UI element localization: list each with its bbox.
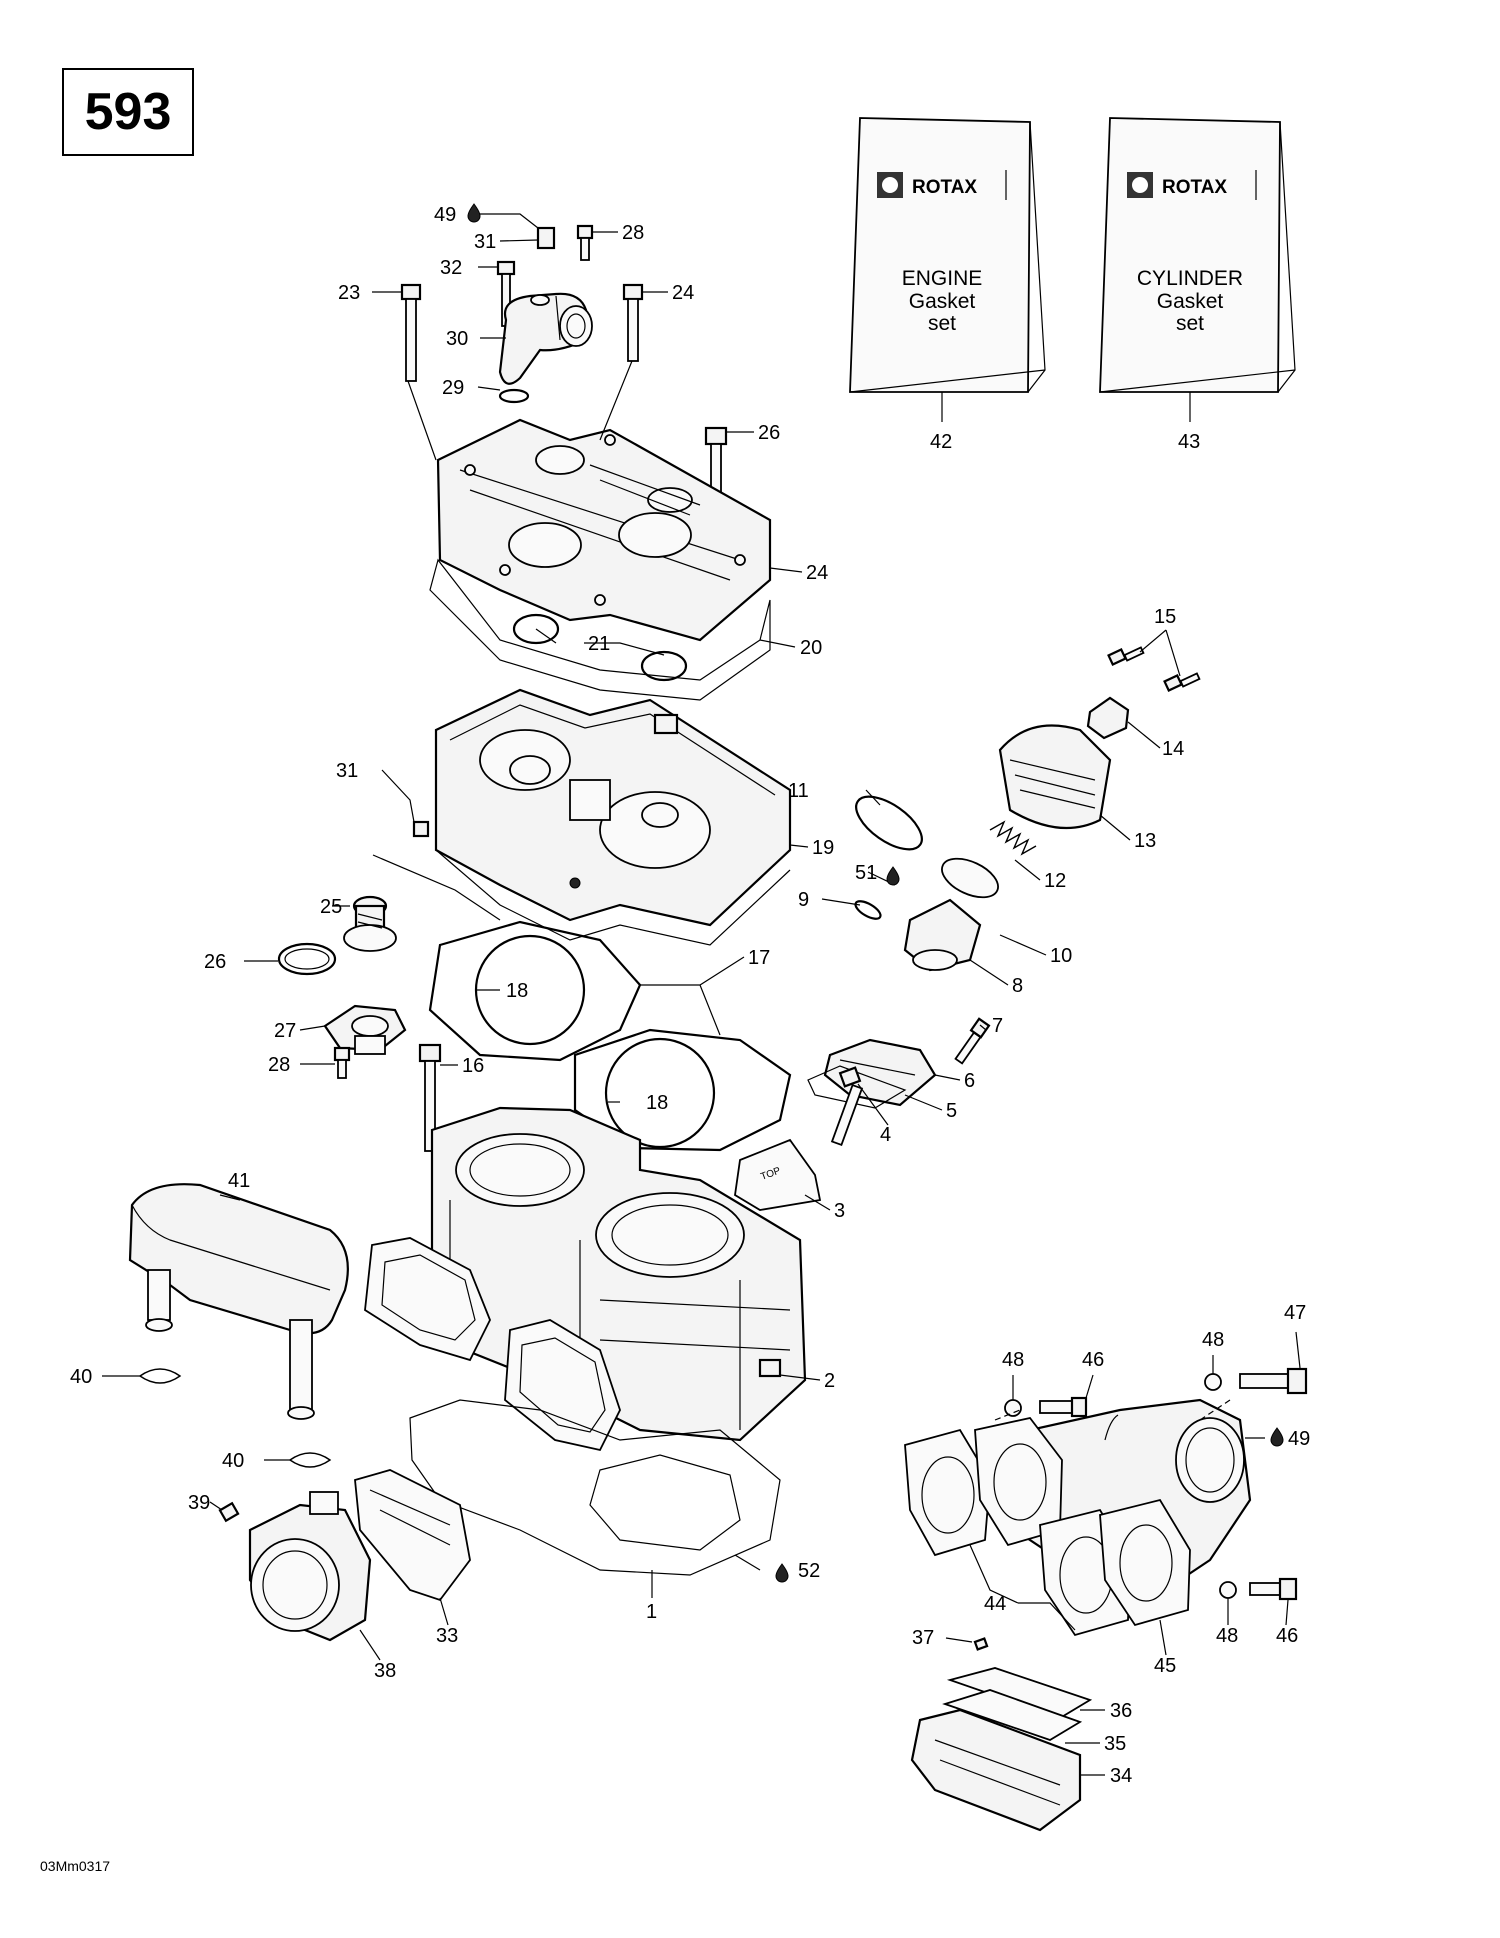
booklet-title: ENGINE	[902, 267, 983, 290]
callout: 27	[274, 1020, 296, 1042]
reed-valve-block-left	[354, 1469, 471, 1602]
callout: 14	[1162, 738, 1184, 760]
cylinder-head-cover	[436, 418, 772, 642]
callout: 49	[434, 204, 456, 226]
callout: 13	[1134, 830, 1156, 852]
callout: 46	[1082, 1349, 1104, 1371]
engine-gasket-set-booklet: ROTAX ENGINE Gasket set	[849, 117, 1046, 393]
callout: 25	[320, 896, 342, 918]
callout: 33	[436, 1625, 458, 1647]
callout: 6	[964, 1070, 975, 1092]
callout: 26	[204, 951, 226, 973]
callout: 38	[374, 1660, 396, 1682]
callout: 24	[672, 282, 694, 304]
callout: 31	[474, 231, 496, 253]
callout: 2	[824, 1370, 835, 1392]
callout: 20	[800, 637, 822, 659]
callout: 30	[446, 328, 468, 350]
callout: 48	[1216, 1625, 1238, 1647]
callout: 24	[806, 562, 828, 584]
callout: 36	[1110, 1700, 1132, 1722]
callout: 35	[1104, 1733, 1126, 1755]
drop-icon	[886, 866, 900, 886]
callout: 49	[1288, 1428, 1310, 1450]
booklet-title: CYLINDER	[1137, 267, 1243, 290]
callout: 18	[506, 980, 528, 1002]
water-bypass-pipe	[128, 1183, 349, 1468]
callout: 45	[1154, 1655, 1176, 1677]
callout: 19	[812, 837, 834, 859]
callout: 1	[646, 1601, 657, 1623]
callout: 47	[1284, 1302, 1306, 1324]
callout: 28	[268, 1054, 290, 1076]
callout: 15	[1154, 606, 1176, 628]
callout: 48	[1002, 1349, 1024, 1371]
callout: 44	[984, 1593, 1006, 1615]
carburetor-adapter	[218, 1491, 372, 1642]
booklet-brand: ROTAX	[1162, 177, 1227, 198]
water-outlet-elbow	[498, 292, 593, 404]
callout: 4	[880, 1124, 891, 1146]
callout: 3	[834, 1200, 845, 1222]
callout: 43	[1178, 431, 1200, 453]
page-number-box: 593	[62, 68, 194, 156]
callout: 5	[946, 1100, 957, 1122]
callout: 31	[336, 760, 358, 782]
callout: 29	[442, 377, 464, 399]
callout: 46	[1276, 1625, 1298, 1647]
callout: 40	[70, 1366, 92, 1388]
callout: 23	[338, 282, 360, 304]
cylinder-head	[412, 688, 792, 946]
callout: 40	[222, 1450, 244, 1472]
callout: 10	[1050, 945, 1072, 967]
head-gasket-o-rings	[429, 558, 771, 701]
drawing-code: 03Mm0317	[40, 1858, 111, 1874]
callout: 16	[462, 1055, 484, 1077]
exhaust-screws-washers	[994, 1367, 1308, 1601]
callout: 42	[930, 431, 952, 453]
top-bolts	[400, 224, 728, 507]
callout: 9	[798, 889, 809, 911]
callout: 18	[646, 1092, 668, 1114]
booklet-line: Gasket	[909, 290, 976, 313]
callout: 7	[992, 1015, 1003, 1037]
thermostat-group	[277, 895, 407, 1079]
callout: 48	[1202, 1329, 1224, 1351]
callout: 32	[440, 257, 462, 279]
callout: 21	[588, 633, 610, 655]
booklet-line: Gasket	[1157, 290, 1224, 313]
callout-labels: 49 31 28 32 23 24 30 29 26 24 21 20 15 1…	[70, 204, 1310, 1787]
booklet-brand: ROTAX	[912, 177, 977, 198]
callout: 51	[855, 862, 877, 884]
drop-icon	[775, 1563, 789, 1583]
callout: 26	[758, 422, 780, 444]
leader-lines	[102, 213, 1301, 1776]
callout: 11	[788, 780, 809, 802]
callout: 28	[622, 222, 644, 244]
callout: 34	[1110, 1765, 1132, 1787]
rave-valve-group: TOP	[734, 646, 1201, 1211]
callout: 37	[912, 1627, 934, 1649]
callout: 39	[188, 1492, 210, 1514]
callout: 8	[1012, 975, 1023, 997]
exhaust-flange-gaskets	[904, 1416, 1191, 1637]
callout: 41	[228, 1170, 250, 1192]
reed-valve-assembly-right	[910, 1637, 1093, 1832]
long-bolt	[418, 1043, 442, 1152]
callout: 12	[1044, 870, 1066, 892]
drop-icon	[467, 203, 481, 223]
callout: 17	[748, 947, 770, 969]
callout: 52	[798, 1560, 820, 1582]
drop-icon	[1270, 1427, 1284, 1447]
intake-flange-left	[364, 1237, 491, 1362]
cylinder-gasket-set-booklet: ROTAX CYLINDER Gasket set	[1099, 117, 1296, 393]
booklet-line: set	[928, 312, 956, 335]
booklet-line: set	[1176, 312, 1204, 335]
lubricant-drop-icons	[467, 203, 1284, 1583]
